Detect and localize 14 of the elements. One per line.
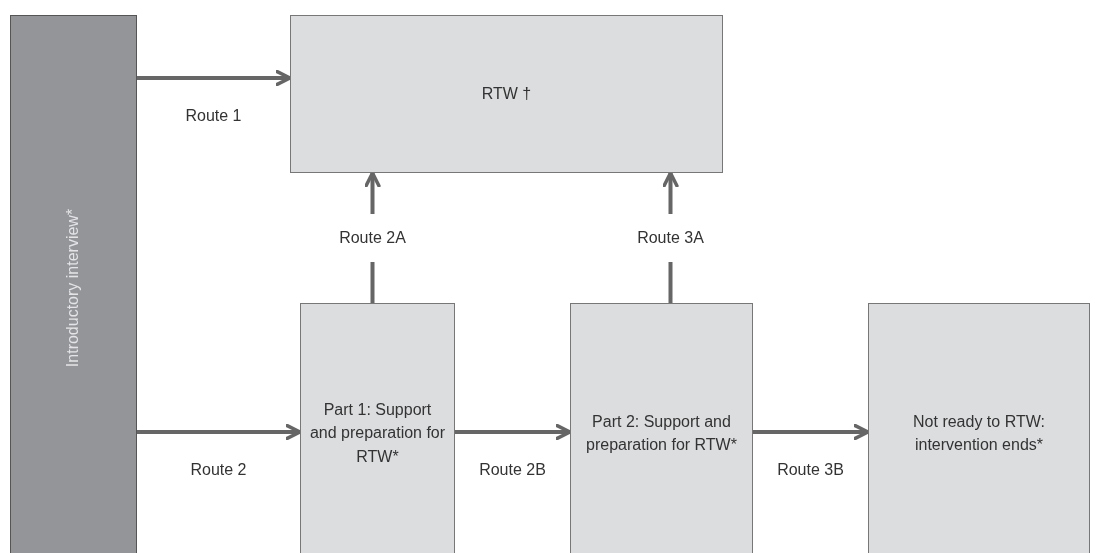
process-box [300,303,455,553]
box-label: Not ready to RTW: intervention ends* [912,411,1046,455]
process-box [570,303,753,553]
arrow [453,423,572,441]
side-bar [10,15,137,553]
process-box [868,303,1090,553]
vertical-label: Introductory interview* [63,208,83,367]
arrow [751,423,870,441]
box-label: RTW † [480,84,533,105]
box-label: Part 1: Support and preparation for RTW* [308,400,447,467]
arrow [135,69,292,87]
box-label: Part 2: Support and preparation for RTW* [585,411,738,455]
process-box [290,15,723,173]
arrow [135,423,302,441]
